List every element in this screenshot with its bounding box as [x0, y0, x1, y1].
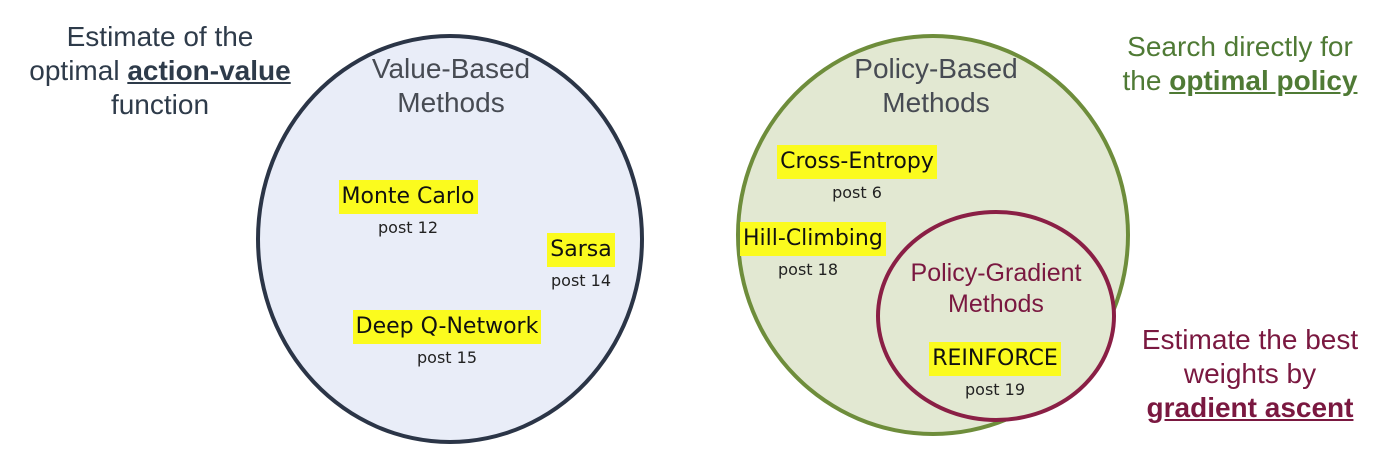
value-based-title: Value-Based Methods: [356, 52, 546, 120]
policy-based-title-line1: Policy-Based: [854, 53, 1018, 84]
policy-based-description: Search directly for the optimal policy: [1100, 30, 1380, 98]
policy-gradient-title: Policy-Gradient Methods: [886, 258, 1106, 320]
method-label: Hill-Climbing: [740, 222, 886, 256]
right-bottom-note-line2: weights by: [1183, 358, 1317, 389]
post-reference: post 15: [417, 348, 477, 367]
right-top-note-line2: the optimal policy: [1100, 64, 1380, 98]
method-monte-carlo: Monte Carlo post 12: [329, 180, 487, 237]
policy-gradient-title-line1: Policy-Gradient: [910, 259, 1082, 287]
post-reference: post 19: [965, 380, 1025, 399]
right-bottom-note-line3: gradient ascent: [1120, 391, 1380, 425]
method-reinforce: REINFORCE post 19: [912, 342, 1078, 399]
post-reference: post 14: [551, 271, 611, 290]
method-hill-climbing: Hill-Climbing post 18: [740, 222, 900, 279]
method-label: Sarsa: [547, 233, 615, 267]
value-based-title-line2: Methods: [397, 87, 505, 118]
policy-gradient-circle: [876, 210, 1116, 422]
value-based-description: Estimate of the optimal action-value fun…: [0, 20, 320, 122]
method-label: Monte Carlo: [338, 180, 478, 214]
left-note-line2: optimal action-value: [0, 54, 320, 88]
policy-gradient-description: Estimate the best weights by gradient as…: [1120, 323, 1380, 425]
right-bottom-note-line1: Estimate the best: [1141, 324, 1359, 355]
post-reference: post 18: [778, 260, 838, 279]
left-note-line1: Estimate of the: [66, 21, 254, 52]
method-deep-q-network: Deep Q-Network post 15: [334, 310, 560, 367]
policy-gradient-title-line2: Methods: [948, 290, 1044, 318]
method-label: Deep Q-Network: [352, 310, 542, 344]
left-note-line2-prefix: optimal: [29, 55, 128, 86]
method-cross-entropy: Cross-Entropy post 6: [768, 145, 946, 202]
right-top-note-line2-prefix: the: [1122, 65, 1170, 96]
method-label: REINFORCE: [929, 342, 1061, 376]
right-top-note-line1: Search directly for: [1127, 31, 1353, 62]
gradient-ascent-term: gradient ascent: [1146, 392, 1354, 423]
value-based-title-line1: Value-Based: [371, 53, 531, 84]
post-reference: post 12: [378, 218, 438, 237]
action-value-term: action-value: [127, 55, 291, 86]
post-reference: post 6: [832, 183, 882, 202]
method-sarsa: Sarsa post 14: [536, 233, 626, 290]
left-note-line3: function: [110, 89, 210, 120]
method-label: Cross-Entropy: [777, 145, 937, 179]
optimal-policy-term: optimal policy: [1169, 65, 1358, 96]
policy-based-title-line2: Methods: [882, 87, 990, 118]
policy-based-title: Policy-Based Methods: [838, 52, 1034, 120]
